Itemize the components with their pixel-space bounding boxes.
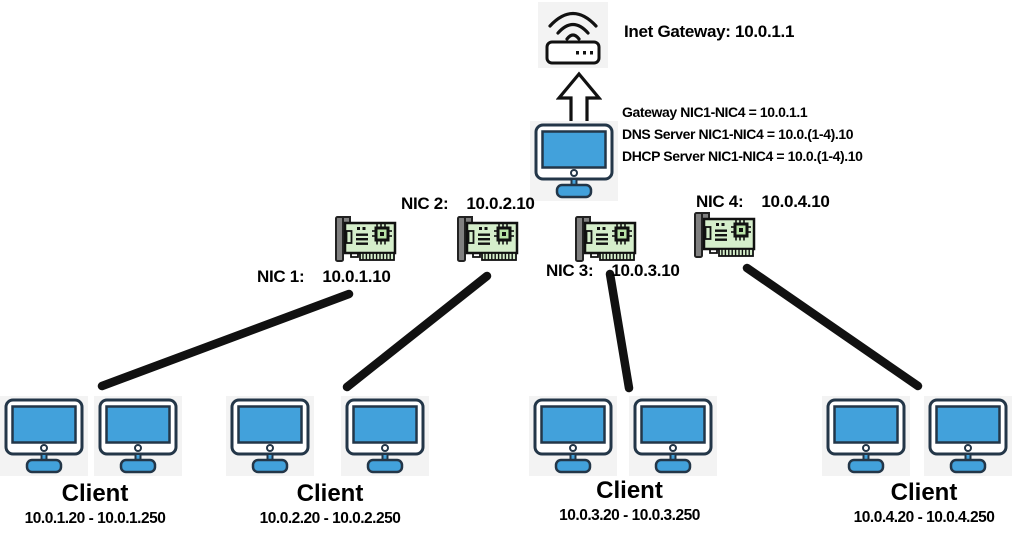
nic2-ip: 10.0.2.10 [466, 194, 535, 213]
wifi-router-icon [538, 2, 608, 68]
server-gateway-note: Gateway NIC1-NIC4 = 10.0.1.1 [622, 104, 808, 120]
nic3-ip: 10.0.3.10 [611, 261, 680, 280]
server-monitor-icon [530, 121, 618, 201]
nic4-label: NIC 4: 10.0.4.10 [696, 192, 830, 212]
client-group2-ip-range: 10.0.2.20 - 10.0.2.250 [259, 510, 401, 527]
client-group3-label: Client [596, 477, 663, 504]
client-group3-ip-range: 10.0.3.20 - 10.0.3.250 [559, 507, 700, 524]
client-group1-label: Client [61, 480, 129, 507]
nic2-label: NIC 2: 10.0.2.10 [401, 194, 535, 214]
up-arrow-icon [556, 71, 602, 128]
link-nic4-clients [742, 263, 923, 391]
client1-monitor-icon [0, 396, 88, 476]
client-group1-ip-range: 10.0.1.20 - 10.0.1.250 [24, 510, 166, 527]
inet-gateway-label: Inet Gateway: 10.0.1.1 [624, 22, 795, 41]
nic4-name: NIC 4: [696, 192, 744, 211]
link-nic1-clients [97, 289, 354, 391]
client2-monitor-icon [341, 396, 429, 476]
link-nic2-clients [342, 271, 492, 392]
nic2-card-icon [454, 214, 520, 264]
client1-monitor-icon [94, 396, 182, 476]
client-group2-caption: Client 10.0.2.20 - 10.0.2.250 [224, 481, 436, 528]
server-dns-note: DNS Server NIC1-NIC4 = 10.0.(1-4).10 [622, 126, 854, 142]
client-group4-ip-range: 10.0.4.20 - 10.0.4.250 [853, 509, 995, 526]
server-config-notes: Gateway NIC1-NIC4 = 10.0.1.1 DNS Server … [622, 101, 863, 167]
client-group4-caption: Client 10.0.4.20 - 10.0.4.250 [820, 480, 1024, 527]
client2-monitor-icon [226, 396, 314, 476]
client-group1-caption: Client 10.0.1.20 - 10.0.1.250 [0, 481, 190, 528]
client4-monitor-icon [924, 396, 1012, 476]
client-group3-caption: Client 10.0.3.20 - 10.0.3.250 [527, 478, 732, 525]
link-nic3-clients [605, 269, 634, 393]
nic4-card-icon [691, 210, 757, 260]
nic3-name: NIC 3: [546, 261, 594, 280]
nic1-card-icon [332, 214, 398, 264]
nic1-name: NIC 1: [257, 267, 305, 286]
nic4-ip: 10.0.4.10 [761, 192, 830, 211]
nic3-card-icon [572, 214, 638, 264]
client-group4-label: Client [890, 479, 958, 506]
nic1-label: NIC 1: 10.0.1.10 [257, 267, 391, 287]
client4-monitor-icon [822, 396, 910, 476]
client-group2-label: Client [296, 480, 364, 507]
client3-monitor-icon [629, 396, 717, 476]
server-dhcp-note: DHCP Server NIC1-NIC4 = 10.0.(1-4).10 [622, 148, 863, 164]
nic2-name: NIC 2: [401, 194, 449, 213]
nic1-ip: 10.0.1.10 [322, 267, 391, 286]
nic3-label: NIC 3: 10.0.3.10 [546, 261, 680, 281]
client3-monitor-icon [529, 396, 617, 476]
